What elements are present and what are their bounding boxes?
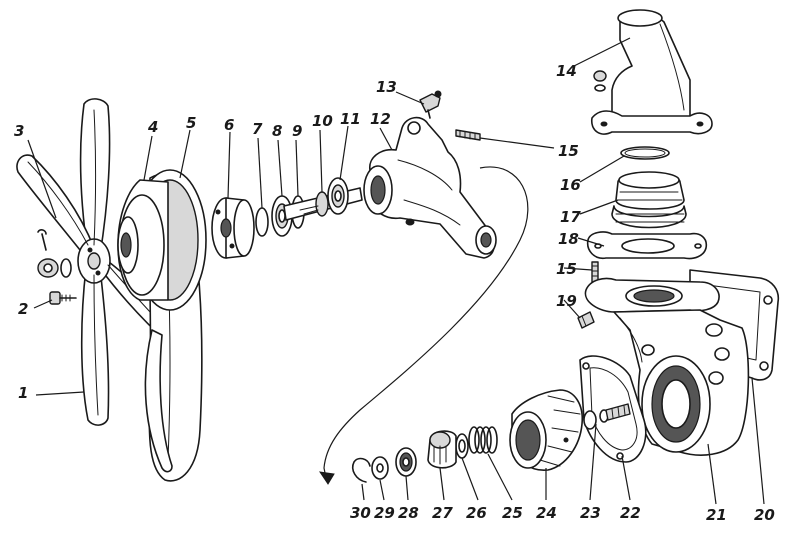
- pulley: [117, 169, 207, 311]
- pump-body-21: [584, 277, 750, 456]
- callout-1: 1: [18, 384, 28, 402]
- grease-fitting: [419, 90, 442, 119]
- callout-29: 29: [374, 504, 395, 522]
- callout-27: 27: [432, 504, 453, 522]
- callout-9: 9: [292, 122, 302, 140]
- fan-bolts-washers: [37, 229, 77, 305]
- callout-11: 11: [340, 110, 361, 128]
- callout-20: 20: [754, 506, 775, 524]
- assembly-path-line: [323, 166, 529, 479]
- callout-26: 26: [466, 504, 487, 522]
- stud-lower: [591, 261, 599, 283]
- bearing-28: [395, 447, 417, 477]
- callout-22: 22: [620, 504, 641, 522]
- callout-18: 18: [558, 230, 579, 248]
- callout-14: 14: [556, 62, 577, 80]
- callout-3: 3: [14, 122, 24, 140]
- seal-cup-27: [427, 430, 457, 469]
- callout-12: 12: [370, 110, 391, 128]
- hub-flange: [211, 197, 255, 259]
- callout-28: 28: [398, 504, 419, 522]
- gasket-small: [620, 146, 670, 160]
- callout-7: 7: [252, 120, 263, 138]
- callout-5: 5: [186, 114, 196, 132]
- callout-2: 2: [18, 300, 28, 318]
- thermostat: [611, 171, 687, 229]
- shaft-bearings: [255, 177, 363, 237]
- leader-lines: [27, 37, 765, 505]
- callout-6: 6: [224, 116, 234, 134]
- callout-21: 21: [706, 506, 727, 524]
- callout-25: 25: [502, 504, 523, 522]
- washer-29: [371, 456, 389, 480]
- impeller-parts-23: [583, 403, 631, 430]
- callout-10: 10: [312, 112, 333, 130]
- callout-labels: 1 2 3 4 5 6 7 8 9 10 11 12 13 14 15 16 1…: [14, 62, 775, 524]
- stud-upper: [455, 129, 481, 141]
- callout-15a: 15: [558, 142, 579, 160]
- impeller-24: [509, 389, 584, 471]
- spring-25: [468, 426, 498, 454]
- pump-housing: [363, 116, 497, 259]
- callout-8: 8: [272, 122, 282, 140]
- callout-16: 16: [560, 176, 581, 194]
- callout-13: 13: [376, 78, 397, 96]
- callout-15b: 15: [556, 260, 577, 278]
- seal-ring-26: [455, 433, 469, 459]
- outlet-elbow: [590, 9, 713, 135]
- clip-30: [351, 457, 371, 483]
- callout-24: 24: [536, 504, 557, 522]
- callout-17: 17: [560, 208, 581, 226]
- callout-23: 23: [580, 504, 601, 522]
- callout-19: 19: [556, 292, 577, 310]
- fan-blades: [16, 98, 184, 426]
- gasket-flange: [586, 231, 708, 260]
- callout-4: 4: [147, 118, 158, 136]
- bolt-19: [577, 311, 595, 329]
- callout-30: 30: [350, 504, 371, 522]
